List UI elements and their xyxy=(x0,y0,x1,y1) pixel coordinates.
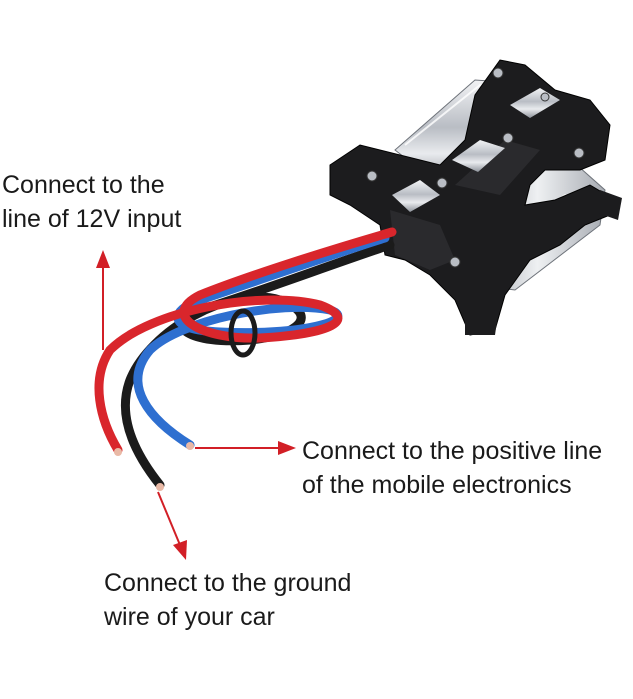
input-line-label-line2: line of 12V input xyxy=(2,205,182,233)
input-line-label-line1: Connect to the xyxy=(2,171,165,199)
wire-bundle xyxy=(94,227,397,491)
arrow-down-icon xyxy=(157,491,187,560)
arrow-right-icon xyxy=(195,441,296,455)
positive-line-label: Connect to the positive line of the mobi… xyxy=(302,434,602,502)
ground-wire-label-line1: Connect to the ground xyxy=(104,569,352,597)
input-line-label: Connect to the line of 12V input xyxy=(2,168,181,236)
positive-line-label-line2: of the mobile electronics xyxy=(302,471,572,499)
power-filter-device-icon xyxy=(329,59,622,336)
positive-line-label-line1: Connect to the positive line xyxy=(302,437,603,465)
ground-wire-label-line2: wire of your car xyxy=(104,603,275,631)
arrow-up-icon xyxy=(96,250,110,350)
ground-wire-label: Connect to the ground wire of your car xyxy=(104,566,351,634)
